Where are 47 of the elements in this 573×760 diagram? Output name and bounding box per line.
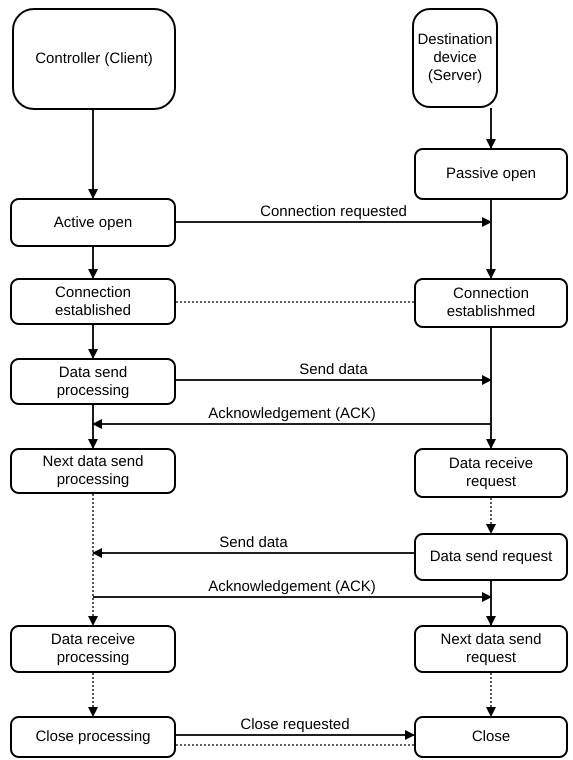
box-label: Data send request <box>430 548 552 566</box>
box-label: Next data send processing <box>42 453 144 489</box>
arrow <box>92 419 491 429</box>
arrow <box>88 405 98 449</box>
process-box <box>10 278 176 325</box>
dotted-connector <box>88 494 98 626</box>
process-box <box>414 448 568 498</box>
process-box <box>10 716 176 758</box>
process-box <box>10 625 176 673</box>
box-label: Data receive request <box>448 455 534 491</box>
process-box <box>414 625 568 673</box>
arrow <box>486 581 496 626</box>
box-label: Connection establishmed <box>446 285 536 321</box>
arrow <box>88 110 98 199</box>
arrow <box>176 217 492 227</box>
process-box <box>12 8 176 110</box>
process-box <box>414 716 568 758</box>
process-box <box>412 8 498 108</box>
dotted-connector <box>486 673 496 717</box>
arrow <box>486 328 496 449</box>
dotted-connector <box>176 301 414 303</box>
box-label: Data send processing <box>56 364 130 400</box>
box-label: Destination device (Server) <box>416 31 494 85</box>
box-label: Active open <box>54 214 132 232</box>
box-label: Close processing <box>35 728 151 746</box>
arrow <box>486 108 496 149</box>
process-box <box>414 278 568 328</box>
process-box <box>414 148 568 200</box>
box-label: Close <box>472 728 510 746</box>
process-box <box>414 533 568 581</box>
process-box <box>10 198 176 247</box>
dotted-connector <box>486 498 496 534</box>
arrow <box>88 325 98 359</box>
box-label: Passive open <box>446 165 536 183</box>
arrow <box>176 730 415 740</box>
arrow <box>92 548 414 558</box>
process-box <box>10 358 176 405</box>
dotted-connector <box>176 744 414 746</box>
arrow <box>88 247 98 279</box>
box-label: Data receive processing <box>50 631 136 667</box>
box-label: Connection established <box>54 284 132 320</box>
process-box <box>10 448 176 494</box>
box-label: Controller (Client) <box>35 50 153 68</box>
dotted-connector <box>88 673 98 717</box>
arrow <box>486 200 496 279</box>
arrow <box>176 375 492 385</box>
box-label: Next data send request <box>440 631 542 667</box>
